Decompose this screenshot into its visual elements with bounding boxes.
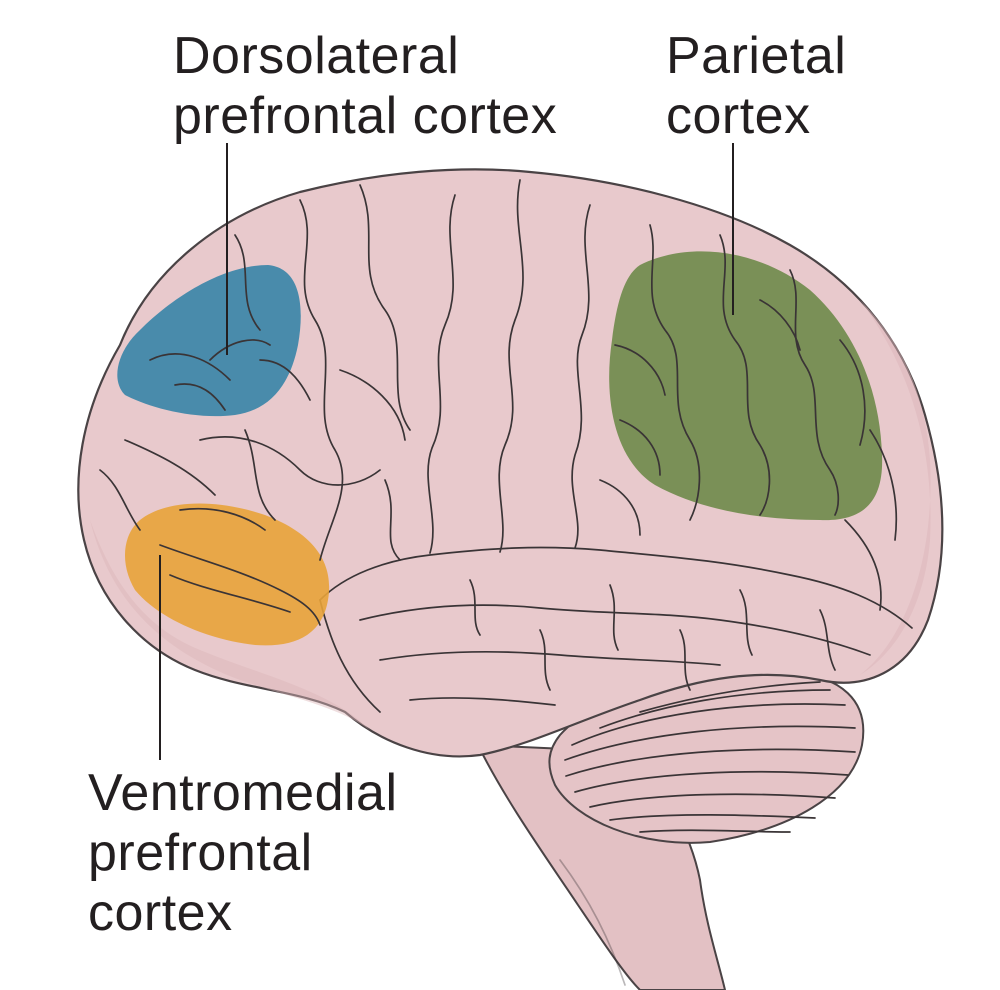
vmpfc-label-line1: Ventromedial — [88, 764, 398, 822]
cerebellum — [548, 670, 865, 844]
vmpfc-label-line2: prefrontal — [88, 824, 313, 882]
vmpfc-label-line3: cortex — [88, 884, 233, 942]
parietal-region — [609, 251, 883, 521]
dlpfc-label-line2: prefrontal cortex — [173, 87, 557, 145]
dlpfc-label-line1: Dorsolateral — [173, 27, 459, 85]
dlpfc-region — [117, 265, 301, 417]
parietal-label-line2: cortex — [666, 87, 811, 145]
parietal-label-line1: Parietal — [666, 27, 846, 85]
cortical-folds — [99, 179, 898, 706]
vmpfc-region — [124, 503, 330, 646]
